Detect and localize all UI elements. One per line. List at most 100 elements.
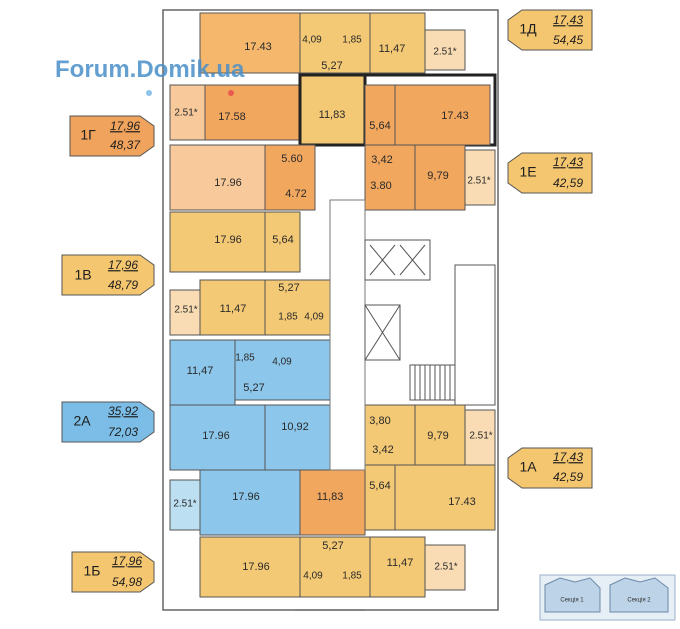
tag-name: 1Б (84, 563, 101, 579)
tag-shape (507, 9, 593, 51)
tag-total: 54,45 (553, 33, 583, 47)
room-label: 2.51* (174, 108, 197, 119)
tag-total: 48,79 (108, 278, 138, 292)
tag-name: 1А (519, 459, 537, 475)
room-label: 1,85 (342, 571, 362, 582)
room-label: 3,80 (369, 415, 390, 427)
room-1b-kitchen (369, 536, 426, 598)
tag-shape (69, 115, 155, 157)
apartment-tag-1g[interactable]: 1Г 17,96 48,37 (69, 115, 155, 157)
room-label: 5,64 (369, 480, 390, 492)
tag-name: 1В (74, 267, 91, 283)
room-label: 17.96 (214, 177, 242, 189)
room-label: 9,79 (427, 170, 448, 182)
elevator-cross (364, 304, 401, 361)
minimap-section-1 (544, 577, 601, 613)
tag-name: 1Г (80, 127, 96, 143)
room-label: 11,47 (379, 43, 406, 55)
room-label: 4,09 (303, 571, 323, 582)
watermark-dot (146, 90, 152, 96)
room-top-bath (299, 12, 371, 74)
balcony-1g (169, 84, 206, 141)
room-label: 2.51* (469, 431, 492, 442)
tag-living: 17,43 (553, 13, 583, 27)
balcony-1e (464, 149, 496, 206)
room-label: 3,42 (372, 444, 393, 456)
room-label: 1,85 (342, 35, 362, 46)
room-label: 2.51* (467, 176, 490, 187)
room-label: 17.96 (232, 491, 260, 503)
room-1g-bed (169, 144, 266, 211)
room-label: 1,85 (278, 312, 298, 323)
room-label: 4.72 (285, 188, 306, 200)
tag-shape (61, 401, 155, 443)
room-label: 5,27 (243, 382, 264, 394)
apartment-tag-1v[interactable]: 1В 17,96 48,79 (61, 254, 155, 296)
balcony-top (424, 29, 466, 71)
room-label: 17.43 (244, 41, 272, 53)
room-1e-living (394, 84, 491, 146)
room-top-left (199, 12, 301, 74)
tag-living: 17,96 (112, 554, 142, 568)
room-label: 2.51* (434, 562, 457, 573)
apartment-tag-1a[interactable]: 1А 17,43 42,59 (507, 447, 593, 489)
room-label: 4,09 (304, 312, 324, 323)
room-highlight (298, 73, 367, 147)
balcony-1b (424, 544, 466, 591)
elevator-cross (369, 244, 396, 276)
room-label: 17.43 (448, 496, 476, 508)
tag-shape (71, 551, 155, 593)
elevator-block (364, 239, 431, 281)
room-label: 5,64 (369, 120, 390, 132)
room-1e-kitchen (364, 144, 416, 211)
room-2a-hall (264, 404, 331, 471)
room-label: 11,47 (220, 303, 247, 315)
room-2a-kitchen (169, 339, 236, 406)
room-label: 5,27 (278, 282, 299, 294)
tag-shape (507, 152, 593, 194)
room-label: 2.51* (173, 499, 196, 510)
tag-total: 48,37 (110, 138, 141, 152)
room-1g-kitchen (264, 144, 316, 211)
room-1e-room (414, 144, 466, 211)
room-label: 2.51* (174, 305, 197, 316)
room-1v-living (169, 211, 266, 273)
apartment-tag-1d[interactable]: 1Д 17,43 54,45 (507, 9, 593, 51)
room-1v-hall (264, 211, 301, 273)
room-label: 9,79 (427, 430, 448, 442)
minimap[interactable]: Секція 1 Секція 2 (539, 574, 676, 621)
room-label: 10,92 (281, 421, 309, 433)
tag-name: 1Е (519, 164, 536, 180)
minimap-section-1-label: Секція 1 (560, 598, 584, 604)
room-1v-bath (264, 279, 331, 336)
tag-living: 17,43 (553, 450, 583, 464)
minimap-section-2 (609, 577, 669, 613)
room-label: 3.80 (370, 180, 391, 192)
tag-total: 42,59 (553, 470, 583, 484)
room-label: 4,09 (272, 357, 292, 368)
elevator-cross (399, 244, 426, 276)
room-label: 5,27 (322, 540, 343, 552)
watermark-dot (228, 90, 234, 96)
apartment-tag-1e[interactable]: 1Е 17,43 42,59 (507, 152, 593, 194)
room-label: 4,09 (302, 35, 322, 46)
room-1e-hall (364, 84, 396, 146)
room-bottom-hall (299, 469, 366, 536)
balcony-1v (169, 289, 201, 336)
room-1v-kitchen (199, 279, 266, 336)
room-label: 5,27 (321, 60, 342, 72)
room-label: 3,42 (371, 154, 392, 166)
room-1b-bath (299, 536, 371, 598)
shaft-right (454, 264, 496, 406)
tag-shape (507, 447, 593, 489)
room-2a-bed (169, 404, 266, 471)
room-label: 17.96 (242, 561, 270, 573)
apartment-tag-2a[interactable]: 2А 35,92 72,03 (61, 401, 155, 443)
room-label: 17.96 (214, 234, 242, 246)
tag-name: 2А (73, 413, 91, 429)
room-label: 11,47 (187, 365, 214, 377)
tag-living: 17,96 (108, 258, 138, 272)
apartment-tag-1b[interactable]: 1Б 17,96 54,98 (71, 551, 155, 593)
corridor (329, 199, 366, 471)
